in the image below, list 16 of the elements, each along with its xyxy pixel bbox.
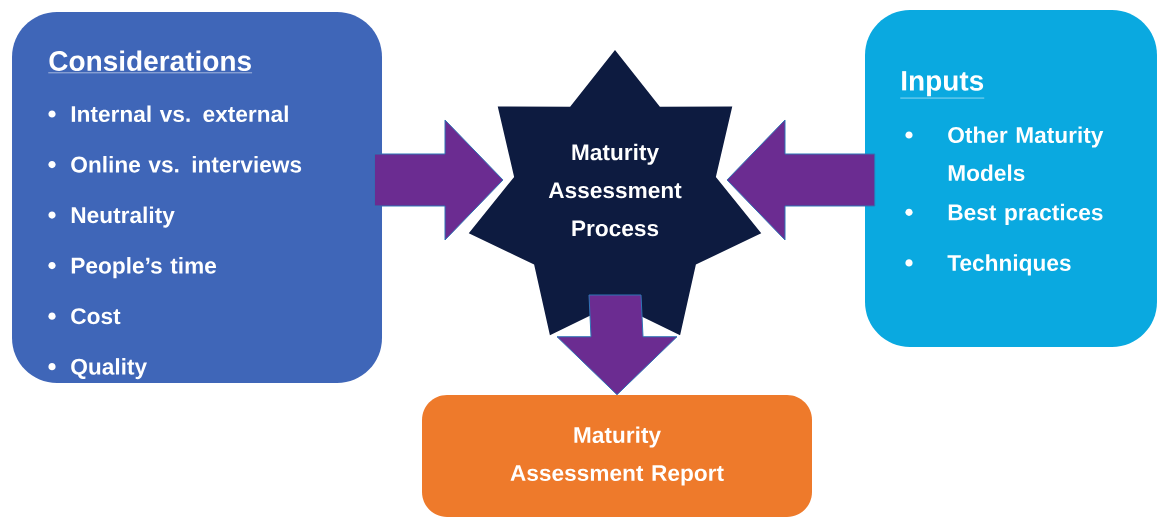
bullet-item: People’s time	[71, 257, 217, 279]
block-arrow	[373, 119, 504, 241]
block-arrow	[556, 294, 678, 396]
heading: Inputs	[900, 71, 985, 99]
bullet-item: Neutrality	[71, 206, 175, 228]
bullet-item: Online vs. interviews	[71, 156, 302, 173]
label: Maturity Assessment Process	[548, 143, 682, 237]
bullet-item: Best practices	[948, 203, 1103, 225]
bullet-item: Quality	[71, 358, 147, 380]
bullet-item: Cost	[71, 308, 121, 325]
heading: Considerations	[48, 50, 253, 74]
label: Maturity Assessment Report	[510, 426, 724, 486]
block-arrow	[726, 119, 876, 241]
bullet-item: Internal vs. external	[71, 105, 288, 123]
bullet-item: Techniques	[947, 254, 1071, 276]
bullet-item: Other Maturity Models	[948, 126, 1104, 182]
